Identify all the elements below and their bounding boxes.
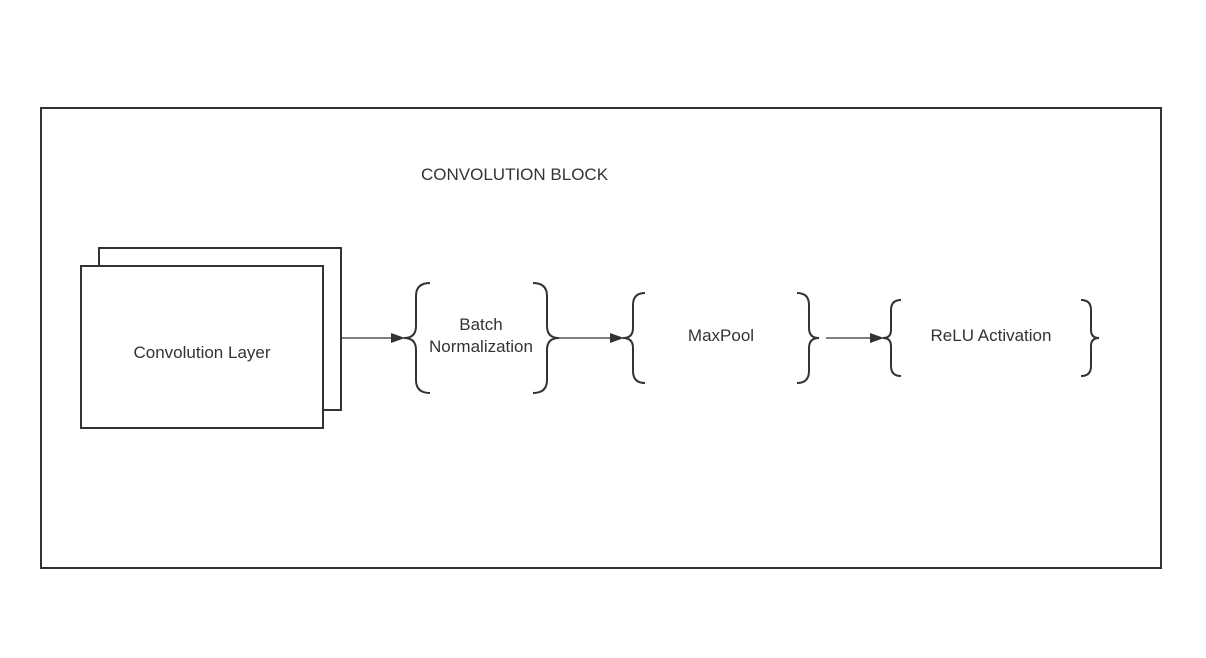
maxpool-right-brace [796,292,820,384]
maxpool-left-brace [622,292,646,384]
convolution-layer-front-rect [80,265,324,429]
relu-right-brace [1080,299,1100,377]
relu-activation-label: ReLU Activation [930,326,1052,345]
batch-normalization-label: Batch Normalization [429,315,533,356]
relu-left-brace [882,299,902,377]
maxpool-label: MaxPool [687,326,755,345]
convolution-layer-label: Convolution Layer [133,343,271,362]
convolution-block-title: CONVOLUTION BLOCK [421,165,609,184]
convolution-block-container [40,107,1162,569]
